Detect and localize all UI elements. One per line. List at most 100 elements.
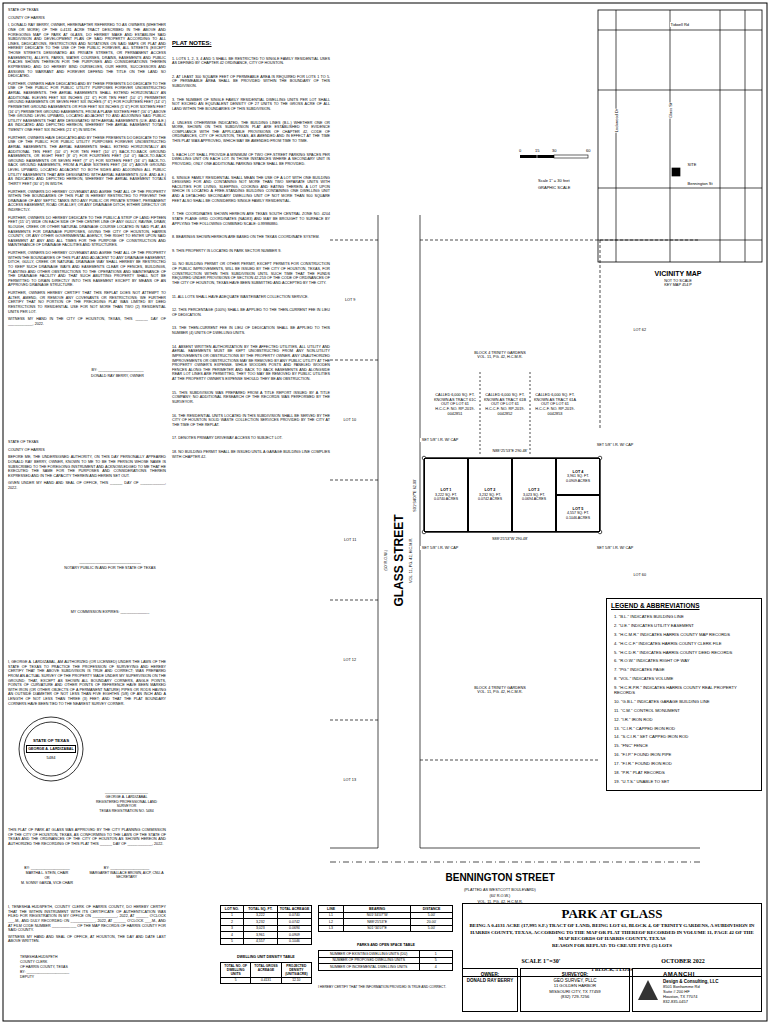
scale-label: 30 bbox=[552, 148, 556, 153]
legend-entry: 11. "C.M." CONTROL MONUMENT bbox=[611, 708, 757, 713]
data-table: LINEBEARINGDISTANCEL1N01°34'07"W5.00'L2N… bbox=[318, 905, 453, 932]
plat-note: 13. THE THEN-CURRENT FEE IN LIEU OF DEDI… bbox=[172, 326, 330, 335]
legend-entry: 3. "H.C.M.R." INDICATES HARRIS COUNTY MA… bbox=[611, 632, 757, 637]
signature-text: ______________________________ bbox=[55, 560, 165, 565]
surveyor-box-text: SURVEYOR: bbox=[524, 972, 626, 978]
table-cell: 12.10 bbox=[282, 978, 312, 984]
engineer-box-text: AMANCHI bbox=[663, 971, 758, 979]
table-title: DWELLING UNIT DENSITY TABLE bbox=[237, 955, 295, 959]
signature-text: MY COMMISSION EXPIRES: ______________ bbox=[55, 610, 165, 615]
plat-note: 1. LOTS 1, 2, 3, 4 AND 5 SHALL BE RESTRI… bbox=[172, 57, 330, 66]
street-info: (50' R.O.W.) bbox=[384, 549, 389, 570]
text-column: PLAT NOTES:1. LOTS 1, 2, 3, 4 AND 5 SHAL… bbox=[172, 40, 330, 468]
table-cell: PROJECTED DENSITY (UNITS/ACRE) bbox=[282, 963, 312, 978]
street-name: Glass St bbox=[668, 102, 673, 118]
plat-annotation: SET 5/8" I.R. W/ CAP bbox=[595, 546, 635, 551]
lot-parcel-text: 3,961 SQ. FT. bbox=[567, 474, 589, 478]
surveyor-box-text: MISSOURI CITY, TX 77459 bbox=[524, 989, 626, 994]
table-cell: TOTAL GROSS ACREAGE bbox=[251, 963, 281, 978]
signature-text: BY: ______________________ bbox=[20, 970, 140, 974]
legend-entry: 17. "F.I.R." FOUND IRON ROD bbox=[611, 761, 757, 766]
table-cell: 4,557 bbox=[244, 939, 278, 946]
text-column: STATE OF TEXASCOUNTY OF HARRISI, DONALD … bbox=[8, 8, 166, 329]
clerk-text: I, TENESHIA HUDSPETH, COUNTY CLERK OF HA… bbox=[8, 905, 166, 933]
plat-annotation: LOT 9 bbox=[345, 298, 356, 303]
street-name: Bennington St bbox=[687, 181, 713, 186]
plat-annotation: LOT 62 bbox=[633, 328, 647, 333]
surveyor-seal-text: GEORGE A. LARDIZABAL bbox=[26, 745, 76, 753]
signature-text: MARGARET WALLACE BROWN, AICP, CNU-A SECR… bbox=[88, 871, 165, 880]
plat-note: 16. THE RESIDENTIAL UNITS LOCATED IN THI… bbox=[172, 414, 330, 428]
signature-text: MARTHA L. STEIN, CHAIR bbox=[8, 871, 86, 875]
table-cell: 5 bbox=[221, 978, 251, 984]
data-table: NUMBER OF EXISTING DWELLING UNITS (DU)1N… bbox=[318, 950, 453, 971]
lot-parcel-text: 0.0694 ACRES bbox=[522, 497, 546, 501]
vicinity-map-art bbox=[598, 10, 762, 262]
plat-note: 3. THE NUMBER OF SINGLE FAMILY RESIDENTI… bbox=[172, 98, 330, 112]
signature-text: NOTARY PUBLIC IN AND FOR THE STATE OF TE… bbox=[55, 566, 165, 571]
text-column: BY: ____________________MARTHA L. STEIN,… bbox=[8, 866, 86, 886]
legend-entry: 8. "VOL." INDICATES VOLUME bbox=[611, 676, 757, 681]
plat-annotation: BLOCK 4 TRINITY GARDENS VOL. 11, PG. 42,… bbox=[470, 686, 530, 695]
legend-box-text: LEGEND & ABBREVIATIONS bbox=[611, 602, 757, 610]
plat-annotation: CALLED 6,000 SQ. FT. KNOWN AS TRACT 61B … bbox=[483, 393, 527, 417]
legend-entry: 15. "FNC" FENCE bbox=[611, 743, 757, 748]
approval-text: THIS PLAT OF PARK AT GLASS WAS APPROVED … bbox=[8, 828, 166, 847]
lot-parcel-text: LOT 2 bbox=[485, 488, 496, 493]
dedication-text: FURTHER, OWNERS DO HEREBY COVENANT AND A… bbox=[8, 251, 166, 288]
table-cell: 0.4131 bbox=[251, 978, 281, 984]
table-cell: S01°34'07"E bbox=[344, 926, 411, 933]
data-table: TOTAL NO. OF DWELLING UNITSTOTAL GROSS A… bbox=[220, 962, 312, 984]
lot-parcel: LOT 43,961 SQ. FT.0.0909 ACRES bbox=[556, 458, 600, 495]
plat-note: 2. AT LEAST 300 SQUARE FEET OF PERMEABLE… bbox=[172, 75, 330, 89]
plat-annotation: LOT 11 bbox=[344, 538, 357, 543]
street-info: VOL. 11, PG. 42, H.C.M.R. bbox=[409, 537, 414, 582]
text-column: THIS PLAT OF PARK AT GLASS WAS APPROVED … bbox=[8, 828, 166, 849]
legend-entry: 14. "S.C.I.R." SET CAPPED IRON ROD bbox=[611, 734, 757, 739]
plat-note: 7. THE COORDINATES SHOWN HEREON ARE TEXA… bbox=[172, 212, 330, 226]
dedication-text: FURTHER, OWNERS HAVE DEDICATED AND BY TH… bbox=[8, 136, 166, 187]
text-column: I, GEORGE A. LARDIZABAL, AM AUTHORIZED (… bbox=[8, 660, 166, 708]
table-title: PARKS AND OPEN SPACE TABLE bbox=[357, 943, 415, 947]
text-column: I HEREBY CERTIFY THAT THE INFORMATION PR… bbox=[318, 985, 453, 989]
plat-annotation: LOT 12 bbox=[343, 658, 357, 663]
vicinity-map-text: KEY MAP 454 P bbox=[592, 283, 764, 288]
lot-parcel-text: 0.0740 ACRES bbox=[434, 497, 458, 501]
owner-box: OWNER:DONALD RAY BERRY bbox=[462, 968, 518, 1012]
plat-annotation: BLOCK 4 TRINITY GARDENS VOL. 11, PG. 42,… bbox=[470, 351, 530, 360]
title-block-text: SCALE 1"=30' bbox=[470, 958, 612, 966]
signature-text: BY: ______________________ bbox=[70, 368, 165, 373]
signature-text: ______________________ bbox=[88, 790, 165, 794]
signature-text: TENESHIA HUDSPETH bbox=[20, 955, 140, 959]
notary-text: GIVEN UNDER MY HAND AND SEAL OF OFFICE, … bbox=[8, 481, 166, 490]
scale-label: GRAPHIC SCALE bbox=[538, 185, 570, 190]
text-column: BY: ____________________MARGARET WALLACE… bbox=[88, 866, 165, 880]
surveyor-seal-text: STATE OF TEXAS bbox=[33, 738, 69, 743]
surveyor-box: SURVEYOR:GEO SURVEY, PLLC11 GOLDEN HARBO… bbox=[520, 968, 630, 1012]
graphic-scale bbox=[520, 155, 588, 158]
data-table: LOT NO.TOTAL SQ. FT.TOTAL ACREAGE13,2220… bbox=[220, 905, 312, 945]
legend-entry: 1. "B.L." INDICATES BUILDING LINE bbox=[611, 614, 757, 619]
lot-parcel-text: 3,232 SQ. FT. bbox=[479, 493, 501, 497]
text-column: I, TENESHIA HUDSPETH, COUNTY CLERK OF HA… bbox=[8, 905, 166, 946]
dedication-text: WITNESS MY HAND IN THE CITY OF HOUSTON, … bbox=[8, 317, 166, 326]
street-name: Lockwood Dr bbox=[614, 108, 619, 132]
surveyor-seal-text: 5484 bbox=[47, 755, 56, 760]
surveyor-box-text: 11 GOLDEN HARBOR bbox=[524, 983, 626, 988]
plat-annotation: LOT 10 bbox=[343, 418, 357, 423]
plat-annotation: SET 5/8" I.R. W/ CAP bbox=[420, 546, 460, 551]
text-column: ______________________________NOTARY PUB… bbox=[55, 560, 165, 571]
legend-entry: 19. "U.T.S." UNABLE TO SET bbox=[611, 779, 757, 784]
scale-label: 15 bbox=[535, 148, 539, 153]
street-info: VOL. 11, PG. 42, H.C.M.R. bbox=[478, 900, 523, 905]
street-info: (60' R.O.W.) bbox=[490, 894, 511, 899]
legend-entry: 9. "H.C.R.P.R." INDICATES HARRIS COUNTY … bbox=[611, 685, 757, 696]
lot-parcel: LOT 13,222 SQ. FT.0.0740 ACRES bbox=[424, 458, 468, 532]
owner-box-text: OWNER: bbox=[466, 972, 514, 978]
notary-text: BEFORE ME, THE UNDERSIGNED AUTHORITY, ON… bbox=[8, 455, 166, 478]
lot-parcel-text: 3,222 SQ. FT. bbox=[435, 493, 457, 497]
legend-entry: 4. "H.C.C.F." INDICATES HARRIS COUNTY CL… bbox=[611, 641, 757, 646]
legend-entry: 6. "R.O.W." INDICATES RIGHT OF WAY bbox=[611, 658, 757, 663]
signature-text: OF HARRIS COUNTY, TEXAS bbox=[20, 965, 140, 969]
lot-parcel-text: 4,557 SQ. FT. bbox=[567, 511, 589, 515]
